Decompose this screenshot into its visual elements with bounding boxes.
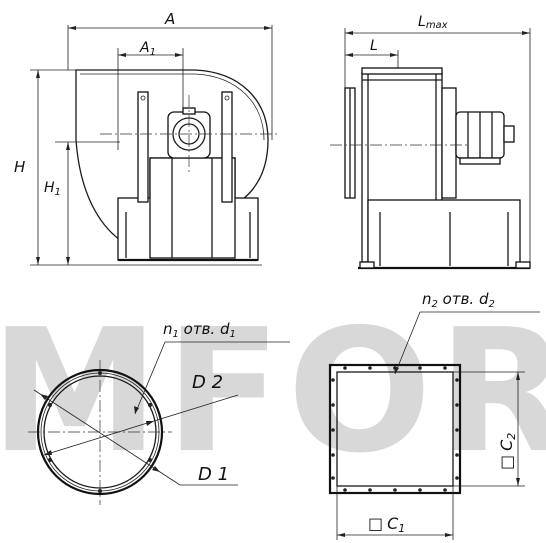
note-n2: n2 отв. d2 [422,290,495,310]
dim-label-lmax: Lmax [418,14,448,31]
dim-label-l: L [370,38,378,54]
side-view: Lmax L [330,14,531,270]
watermark-text: MFORT [0,293,546,491]
dim-label-d1: D 1 [198,464,229,485]
dim-label-a1: A1 [139,40,156,58]
dim-label-d2: D 2 [192,372,223,393]
dim-label-c1: □C1 [368,514,405,535]
dim-label-a: A [164,10,175,28]
dim-label-c2: □C2 [497,433,518,470]
dim-label-h1: H1 [44,180,61,198]
front-view: A A1 H H1 [14,10,280,266]
square-flange-view: n2 отв. d2 □C1 □C2 [328,290,540,540]
round-flange-view: n1 отв. d1 D 2 D 1 [28,320,290,505]
note-n1: n1 отв. d1 [163,320,236,340]
dim-label-h: H [14,158,25,176]
